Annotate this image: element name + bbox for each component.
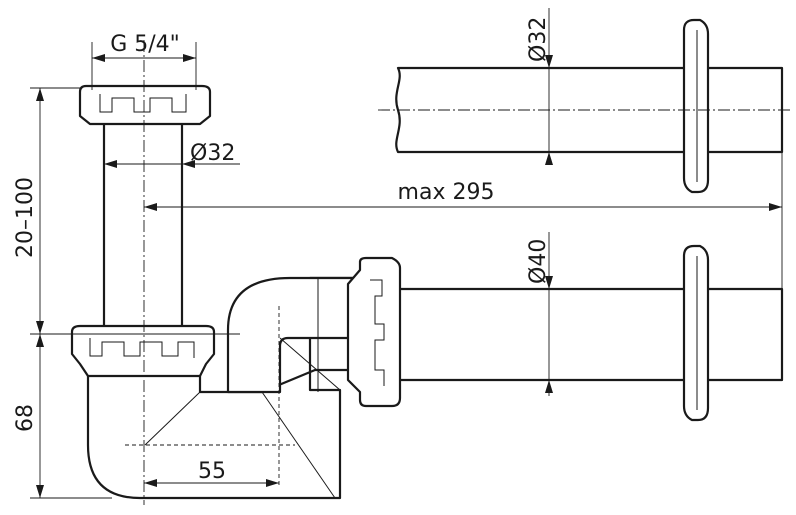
label-height-range: 20–100 [13,177,38,258]
label-inlet-32: Ø32 [190,141,235,166]
dim-thread [91,42,197,90]
dim-offset [144,479,279,487]
label-offset: 55 [198,459,226,484]
wall-pipe-32 [395,18,784,194]
inlet-tube [102,120,184,330]
dim-wall-pipe-32 [545,8,553,165]
label-thread: G 5/4" [110,32,180,57]
trap-body [86,276,362,500]
dim-outlet-40 [545,232,553,396]
dim-inlet-32 [104,160,240,168]
outlet-nut-grip [370,279,385,386]
label-wall-pipe-32: Ø32 [526,17,551,62]
outlet-nut-body [346,256,402,408]
trap-cone-left [144,391,201,446]
top-nut [78,84,212,126]
top-nut-grip [99,94,187,113]
wall-pipe-32-rosette [682,18,710,194]
outlet-union-nut [346,256,402,408]
label-bottom-height: 68 [13,404,38,432]
outlet-pipe-40-rosette [682,244,710,422]
dim-max-length [144,152,783,289]
label-outlet-40: Ø40 [526,239,551,284]
trap-cone-inner [261,391,336,499]
outlet-pipe-40 [396,244,784,422]
trap-elbow [226,276,362,394]
label-max-length: max 295 [398,180,495,205]
dim-height-range [30,87,82,334]
trap-bottle [86,276,360,500]
bottom-nut-grip [89,338,195,358]
trap-cone-right [279,337,341,391]
dim-bottom-height [30,334,112,499]
bottom-nut-body [70,324,216,378]
outlet-pipe-40-sleeve [698,287,784,382]
bottom-nut [70,324,216,378]
